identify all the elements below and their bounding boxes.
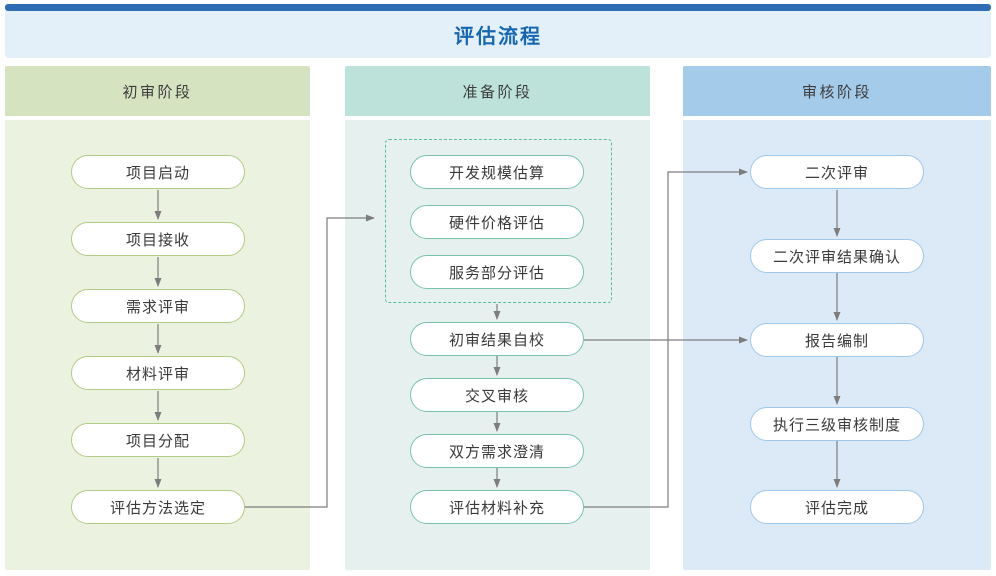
top-accent-bar [5, 4, 991, 11]
flow-node-second-review-confirm: 二次评审结果确认 [750, 239, 924, 273]
flow-node-requirement-review: 需求评审 [71, 289, 245, 323]
diagram-title: 评估流程 [454, 26, 542, 48]
flow-node-second-review: 二次评审 [750, 155, 924, 189]
diagram-title-panel: 评估流程 [5, 11, 991, 58]
flow-node-material-review: 材料评审 [71, 356, 245, 390]
flow-node-requirement-clarify: 双方需求澄清 [410, 434, 584, 468]
flow-node-material-supplement: 评估材料补充 [410, 490, 584, 524]
stage-header-initial-review: 初审阶段 [5, 66, 310, 116]
flow-node-method-selection: 评估方法选定 [71, 490, 245, 524]
stage-header-audit: 审核阶段 [683, 66, 991, 116]
flow-node-hardware-price-eval: 硬件价格评估 [410, 205, 584, 239]
flow-node-evaluation-done: 评估完成 [750, 490, 924, 524]
flow-node-project-assign: 项目分配 [71, 423, 245, 457]
stage-header-preparation: 准备阶段 [345, 66, 650, 116]
flow-node-self-check: 初审结果自校 [410, 322, 584, 356]
flow-node-project-start: 项目启动 [71, 155, 245, 189]
flow-node-dev-scale-estimate: 开发规模估算 [410, 155, 584, 189]
flow-node-service-part-eval: 服务部分评估 [410, 255, 584, 289]
flow-node-project-receive: 项目接收 [71, 222, 245, 256]
flow-node-cross-audit: 交叉审核 [410, 378, 584, 412]
flow-node-three-level-audit: 执行三级审核制度 [750, 407, 924, 441]
flow-node-report-compile: 报告编制 [750, 323, 924, 357]
